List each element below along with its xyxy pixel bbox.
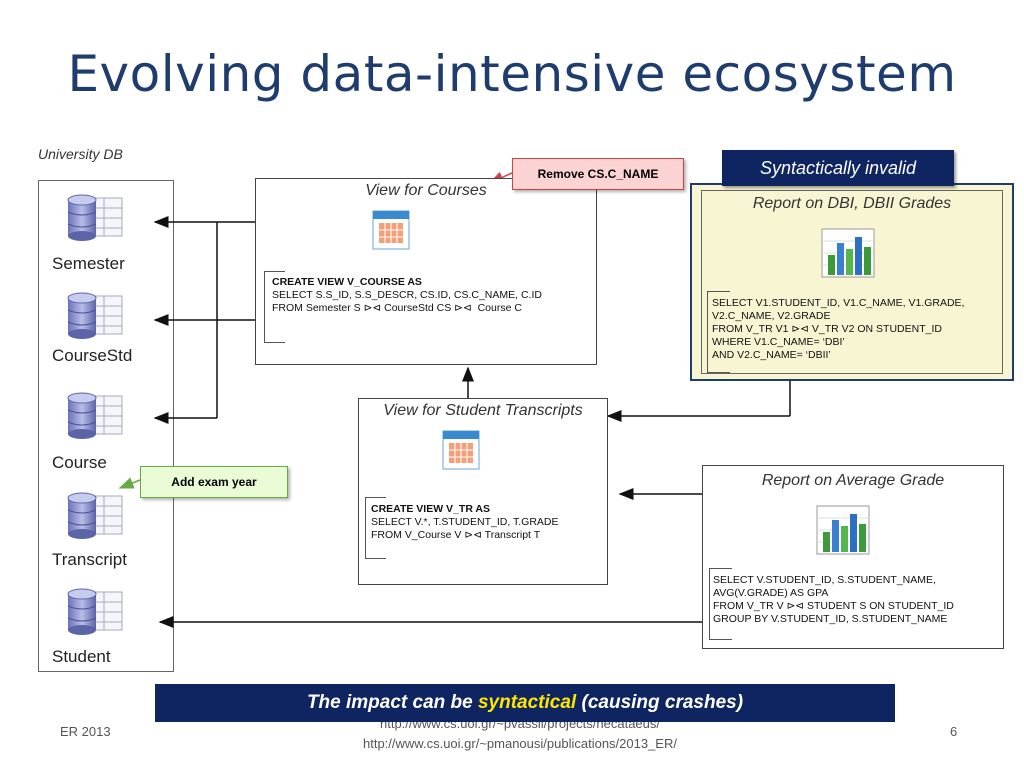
report-avg-sql: SELECT V.STUDENT_ID, S.STUDENT_NAME, AVG…: [713, 574, 954, 625]
db-icons: [67, 194, 123, 636]
table-label-student: Student: [52, 647, 111, 666]
view-transcripts-box: View for Student Transcripts CREATE VIEW…: [358, 398, 608, 585]
bar-chart-icon: [816, 505, 870, 555]
sql-bracket: [365, 497, 386, 559]
calendar-icon: [372, 210, 410, 250]
sql-bracket: [264, 271, 285, 343]
database-icon: [67, 194, 123, 241]
footer-url-2[interactable]: http://www.cs.uoi.gr/~pmanousi/publicati…: [363, 736, 677, 751]
bar-chart-icon: [821, 228, 875, 278]
table-label-coursestd: CourseStd: [52, 346, 133, 365]
sql-bracket: [707, 291, 730, 373]
table-label-semester: Semester: [52, 254, 125, 273]
table-label-course: Course: [52, 453, 107, 472]
view-courses-box: View for Courses CREATE VIEW V_COURSE AS…: [255, 178, 597, 365]
sql-bracket: [709, 568, 732, 640]
view-transcripts-title: View for Student Transcripts: [383, 402, 583, 419]
report-dbi-box: Report on DBI, DBII Grades SELECT V1.STU…: [690, 183, 1014, 381]
page-number: 6: [950, 724, 958, 739]
view-transcripts-sql: CREATE VIEW V_TR AS SELECT V.*, T.STUDEN…: [371, 503, 559, 541]
view-courses-title: View for Courses: [365, 182, 487, 199]
impact-banner: The impact can be syntactical (causing c…: [155, 684, 895, 722]
report-avg-title: Report on Average Grade: [761, 472, 945, 489]
report-avg-box: Report on Average Grade SELECT V.STUDENT…: [702, 465, 1004, 649]
footer-left: ER 2013: [60, 724, 111, 739]
slide-title: Evolving data-intensive ecosystem: [67, 45, 957, 103]
add-exam-year-callout: Add exam year: [140, 466, 288, 498]
report-dbi-inner: Report on DBI, DBII Grades SELECT V1.STU…: [701, 190, 1003, 374]
report-dbi-title: Report on DBI, DBII Grades: [752, 195, 952, 212]
table-label-transcript: Transcript: [52, 550, 127, 569]
report-dbi-sql: SELECT V1.STUDENT_ID, V1.C_NAME, V1.GRAD…: [712, 297, 965, 361]
remove-callout: Remove CS.C_NAME: [512, 158, 684, 190]
banner-suffix: (causing crashes): [576, 692, 744, 713]
banner-prefix: The impact can be: [306, 692, 478, 713]
banner-highlight: syntactical: [477, 692, 577, 713]
university-db-label: University DB: [38, 146, 123, 162]
syntactically-invalid-label: Syntactically invalid: [722, 150, 954, 186]
view-courses-sql: CREATE VIEW V_COURSE AS SELECT S.S_ID, S…: [272, 276, 542, 314]
calendar-icon: [442, 430, 480, 470]
